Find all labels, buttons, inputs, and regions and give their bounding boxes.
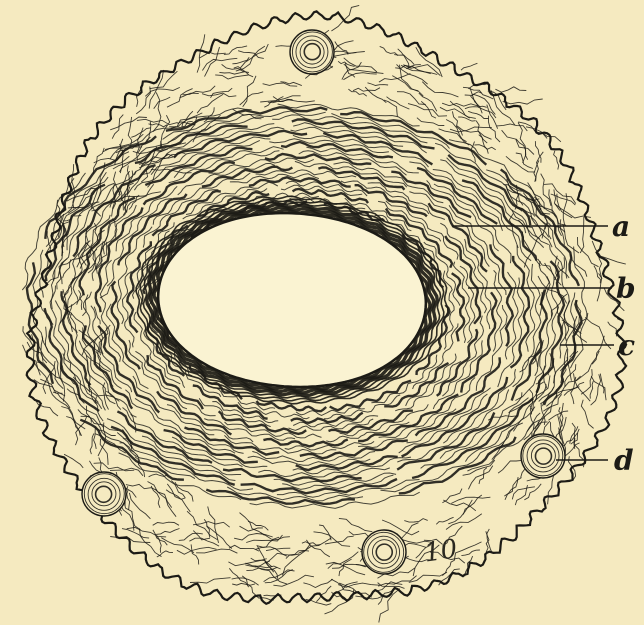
vessel-wall	[521, 434, 565, 478]
label-a: a	[612, 210, 630, 243]
lumen	[158, 213, 426, 387]
label-c: c	[618, 329, 635, 362]
lumen-opening	[158, 213, 426, 387]
vessel-wall	[290, 30, 334, 74]
vessel-1	[290, 30, 334, 74]
label-b: b	[616, 272, 636, 305]
vessel-3	[362, 530, 406, 574]
label-d: d	[614, 444, 634, 477]
vessel-2	[82, 472, 126, 516]
vessel-4	[521, 434, 565, 478]
engraver-mark: 10	[422, 534, 459, 568]
